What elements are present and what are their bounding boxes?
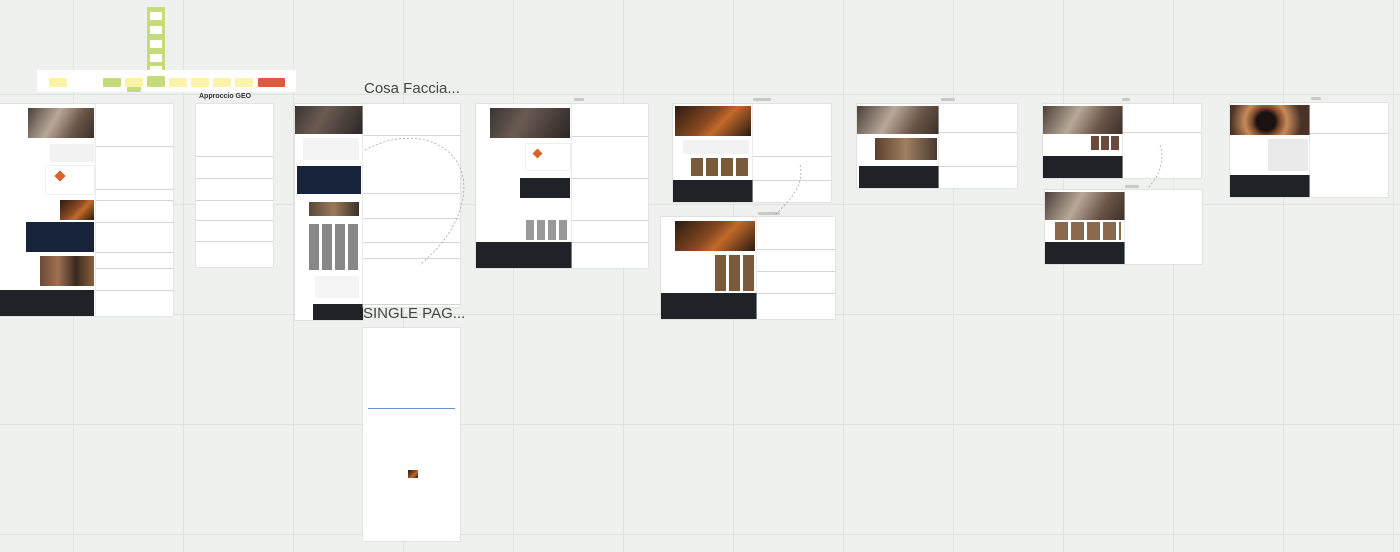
legend-sticky-4[interactable] <box>150 54 162 62</box>
page-thumbnail-home[interactable] <box>0 104 96 316</box>
annotation-frame-cosa-facciamo[interactable] <box>363 104 460 307</box>
connector-curve[interactable] <box>360 130 480 270</box>
thumbnail-content-block <box>303 138 359 160</box>
thumbnail-card <box>526 144 570 170</box>
sticky-yellow-2[interactable] <box>125 78 143 87</box>
thumbnail-hero-image <box>1043 106 1123 134</box>
legend-sticky-5[interactable] <box>150 66 162 71</box>
thumbnail-dark-band <box>520 178 570 198</box>
connector-line[interactable] <box>770 160 810 220</box>
frame-title-cosa-facciamo[interactable]: Cosa Faccia... <box>364 80 460 97</box>
thumbnail-content-block <box>683 140 749 154</box>
annotation-frame-8[interactable] <box>1123 104 1201 178</box>
sticky-row-frame[interactable] <box>37 70 296 92</box>
sticky-green-3[interactable] <box>127 87 141 92</box>
link-line[interactable] <box>368 408 455 409</box>
sticky-green-2[interactable] <box>147 76 165 87</box>
thumbnail-text-block <box>315 276 359 298</box>
sticky-yellow-3[interactable] <box>169 78 187 87</box>
thumbnail-footer <box>313 304 363 320</box>
page-thumbnail-8[interactable] <box>1043 104 1123 178</box>
sticky-green-1[interactable] <box>103 78 121 87</box>
sticky-yellow-6[interactable] <box>235 78 253 87</box>
thumbnail-rust-image <box>60 200 94 220</box>
frame-tag[interactable] <box>574 98 584 101</box>
frame-tag[interactable] <box>1125 185 1139 188</box>
frame-tag[interactable] <box>753 98 771 101</box>
thumbnail-map <box>1268 139 1308 171</box>
page-thumbnail-cosa-facciamo[interactable] <box>295 104 363 320</box>
thumbnail-navy-block <box>297 166 361 194</box>
thumbnail-footer <box>859 166 939 188</box>
annotation-frame-5[interactable] <box>753 104 831 202</box>
thumbnail-footer <box>476 242 572 268</box>
thumbnail-footer <box>673 180 753 202</box>
annotation-frame-4[interactable] <box>572 104 648 268</box>
thumbnail-gallery <box>40 256 94 286</box>
page-thumbnail-10[interactable] <box>1230 103 1310 197</box>
annotation-frame-single-page[interactable] <box>363 328 460 541</box>
thumbnail-gallery <box>1091 136 1121 150</box>
frame-tag[interactable] <box>758 212 780 215</box>
annotation-frame-6[interactable] <box>757 217 835 319</box>
thumbnail-footer <box>1043 156 1123 178</box>
thumbnail-hero-image <box>675 106 751 136</box>
thumbnail-grid <box>309 224 359 270</box>
page-thumbnail-7[interactable] <box>857 104 939 188</box>
frame-title-single-page[interactable]: SINGLE PAG... <box>363 305 466 322</box>
connector-line[interactable] <box>1140 140 1170 190</box>
sticky-yellow-1[interactable] <box>49 78 67 87</box>
thumbnail-gallery <box>1055 222 1121 240</box>
thumbnail-content-block <box>50 144 94 162</box>
sticky-yellow-4[interactable] <box>191 78 209 87</box>
page-thumbnail-6[interactable] <box>661 217 757 319</box>
legend-sticky-3[interactable] <box>150 40 162 48</box>
sticky-red-1[interactable] <box>258 78 285 87</box>
annotation-frame-7[interactable] <box>939 104 1017 188</box>
thumbnail-hero-image <box>1230 105 1310 135</box>
legend-sticky-column[interactable] <box>147 7 165 73</box>
thumbnail-footer <box>0 290 94 316</box>
sticky-yellow-5[interactable] <box>213 78 231 87</box>
thumbnail-hero-image <box>857 106 939 134</box>
frame-tag[interactable] <box>941 98 955 101</box>
annotation-frame-approccio[interactable] <box>196 104 273 267</box>
frame-tag[interactable] <box>1311 97 1321 100</box>
annotation-frame-10[interactable] <box>1310 103 1388 197</box>
annotation-frame-1[interactable] <box>96 104 173 316</box>
page-thumbnail-9[interactable] <box>1045 190 1125 264</box>
thumbnail-hero-image <box>295 106 363 134</box>
thumbnail-hero-image <box>28 108 94 138</box>
page-thumbnail-4[interactable] <box>476 104 572 268</box>
legend-sticky-2[interactable] <box>150 26 162 34</box>
annotation-frame-9[interactable] <box>1125 190 1202 264</box>
thumbnail-gallery <box>309 202 359 216</box>
thumbnail-small-image <box>408 470 418 478</box>
thumbnail-hero-image <box>490 108 570 138</box>
thumbnail-hero-image <box>1045 192 1125 220</box>
frame-title-approccio[interactable]: Approccio GEO <box>199 93 252 100</box>
thumbnail-navy-block <box>26 222 94 252</box>
thumbnail-gallery <box>715 255 755 291</box>
page-thumbnail-5[interactable] <box>673 104 753 202</box>
thumbnail-hero-image <box>675 221 755 251</box>
legend-sticky-1[interactable] <box>150 12 162 20</box>
thumbnail-card <box>46 166 94 194</box>
thumbnail-footer <box>1230 175 1310 197</box>
thumbnail-footer <box>1045 242 1125 264</box>
thumbnail-footer <box>661 293 757 319</box>
frame-tag[interactable] <box>1122 98 1130 101</box>
thumbnail-gallery <box>691 158 751 176</box>
thumbnail-gallery <box>875 138 937 160</box>
thumbnail-grid <box>526 220 570 240</box>
